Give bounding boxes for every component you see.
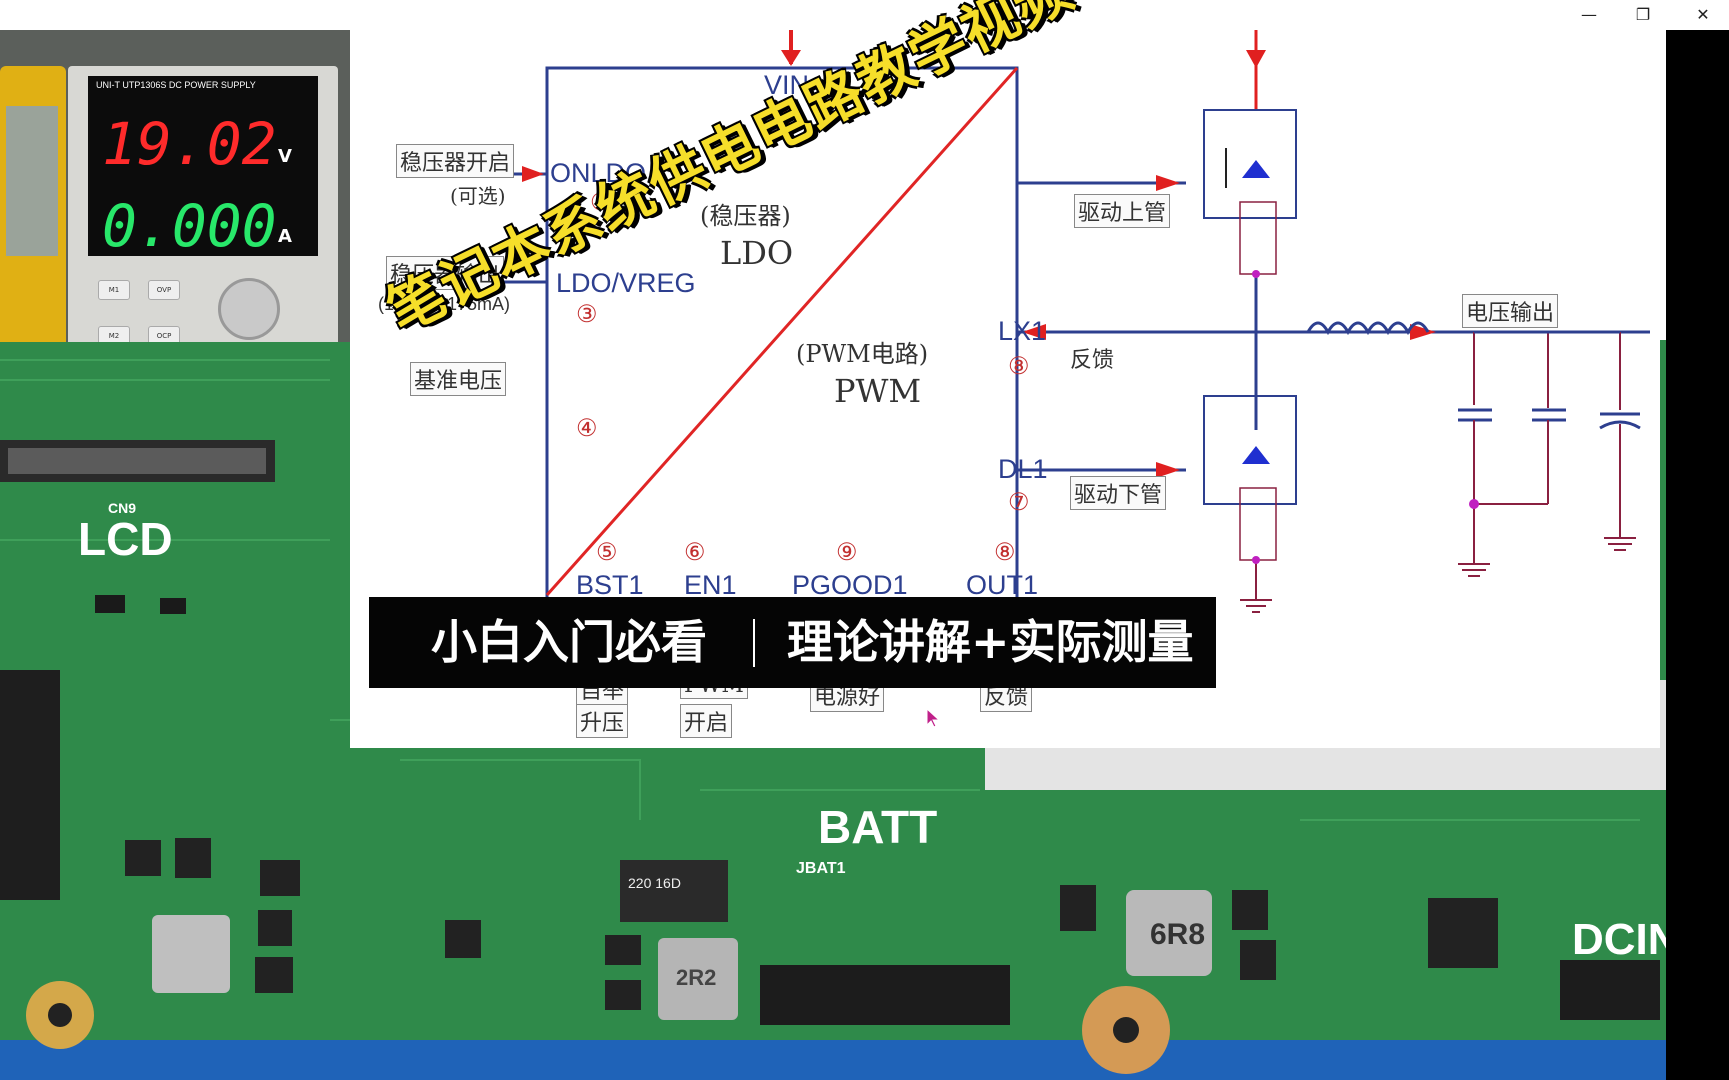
psu-m1-button: M1	[98, 280, 130, 300]
pin-number-lx1: ⑧	[1008, 352, 1030, 380]
close-icon: ✕	[1696, 5, 1710, 24]
pin-bst1: BST1	[576, 570, 644, 600]
psu-ovp-button: OVP	[148, 280, 180, 300]
pin-vin: VIN	[764, 70, 810, 100]
pin-dl1: DL1	[998, 454, 1048, 484]
psu-display: UNI-T UTP1306S DC POWER SUPPLY 19.02 V 0…	[88, 76, 318, 260]
capacitor-label: 220 16D	[628, 875, 681, 891]
label-high-side: 驱动上管	[1074, 194, 1171, 228]
cn9-label: CN9	[108, 500, 137, 516]
label-feedback: 反馈	[1070, 348, 1115, 373]
mouse-cursor-icon	[926, 708, 940, 728]
banner-left-text: 小白入门必看	[431, 615, 707, 669]
current-unit: A	[278, 226, 292, 247]
pin-ldo-vreg: LDO/VREG	[556, 268, 696, 298]
pin-number-onldo: ②	[590, 188, 612, 216]
lcd-label: LCD	[78, 513, 173, 565]
pin-number-en1: ⑥	[684, 538, 706, 566]
power-supply: UNI-T UTP1306S DC POWER SUPPLY 19.02 V 0…	[68, 66, 338, 342]
label-ldo-enable: 稳压器开启	[396, 144, 515, 178]
restore-button[interactable]: ❐	[1620, 0, 1666, 30]
inductor-2r2-label: 2R2	[676, 965, 717, 990]
label-ldo: LDO	[720, 234, 794, 272]
label-optional: (可选)	[450, 184, 506, 208]
label-pwm-enable-2: 开启	[680, 704, 733, 738]
pin-number-out1: ⑧	[994, 538, 1016, 566]
batt-label: BATT	[818, 801, 938, 853]
multimeter	[0, 66, 66, 342]
pin-number-ldo-vreg: ③	[576, 300, 598, 328]
jbat-label: JBAT1	[796, 860, 846, 877]
multimeter-screen	[6, 106, 58, 256]
label-voltage-out: 电压输出	[1462, 294, 1559, 328]
inductor-6r8-label: 6R8	[1150, 918, 1206, 951]
pin-number-pgood1: ⑨	[836, 538, 858, 566]
pin-out1: OUT1	[966, 570, 1039, 600]
pin-lx1: LX1	[998, 316, 1047, 346]
pin-number-dl1: ⑦	[1008, 488, 1030, 516]
pin-number-ref: ④	[576, 414, 598, 442]
bench-photo: UNI-T UTP1306S DC POWER SUPPLY 19.02 V 0…	[0, 30, 350, 342]
label-ldo-cn: (稳压器)	[700, 202, 791, 230]
label-bootstrap-2: 升压	[576, 704, 629, 738]
psu-m2-button: M2	[98, 326, 130, 342]
voltage-reading: 19.02	[102, 110, 277, 178]
label-ldo-output: 稳压器输出	[386, 256, 505, 290]
video-side-bar	[1666, 30, 1729, 1080]
label-pwm: PWM	[834, 372, 922, 410]
restore-icon: ❐	[1635, 5, 1651, 24]
banner-right-text: 理论讲解+实际测量	[787, 615, 1194, 669]
pin-pgood1: PGOOD1	[792, 570, 908, 600]
label-ldo-current: (100mA-175mA)	[378, 294, 511, 314]
current-reading: 0.000	[102, 192, 277, 260]
banner-divider	[753, 619, 755, 667]
pin-number-vin: ①	[778, 106, 800, 134]
pin-en1: EN1	[684, 570, 737, 600]
label-pwm-cn: (PWM电路)	[796, 340, 929, 368]
voltage-knob	[218, 278, 280, 340]
voltage-unit: V	[278, 146, 292, 167]
minimize-icon: —	[1581, 5, 1597, 24]
window-title-bar	[0, 0, 1729, 30]
psu-brand: UNI-T UTP1306S DC POWER SUPPLY	[96, 80, 256, 90]
label-reference: 基准电压	[410, 362, 507, 396]
pin-onldo: ONLDO	[550, 158, 647, 188]
subtitle-banner: 小白入门必看 理论讲解+实际测量	[369, 597, 1216, 688]
close-button[interactable]: ✕	[1680, 0, 1726, 30]
label-low-side: 驱动下管	[1070, 476, 1167, 510]
pin-number-bst1: ⑤	[596, 538, 618, 566]
dcin-label: DCIN	[1572, 915, 1666, 964]
minimize-button[interactable]: —	[1566, 0, 1612, 30]
psu-ocp-button: OCP	[148, 326, 180, 342]
